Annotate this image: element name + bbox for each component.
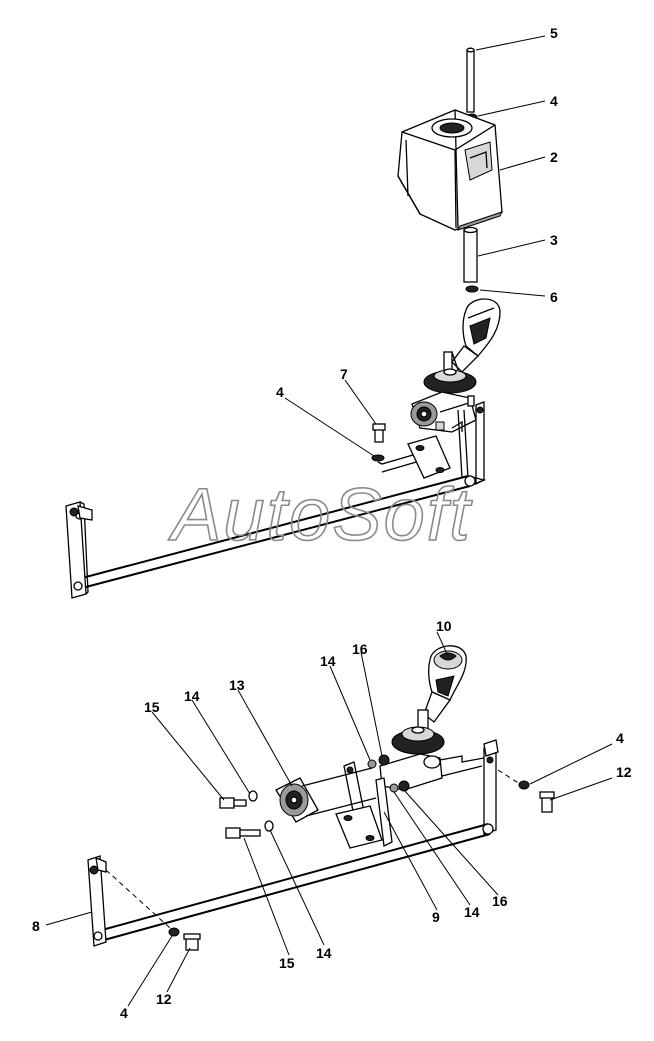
lower-assembly bbox=[87, 645, 555, 951]
washer-part-14-center-top bbox=[367, 759, 377, 769]
upper-dust-boot bbox=[423, 368, 477, 394]
callout-14: 14 bbox=[316, 945, 332, 961]
callout-6: 6 bbox=[550, 289, 558, 305]
callout-10: 10 bbox=[436, 618, 452, 634]
pin-part-5 bbox=[466, 47, 475, 113]
nut-part-16-top bbox=[378, 754, 390, 766]
callout-16: 16 bbox=[352, 641, 368, 657]
callout-4: 4 bbox=[276, 384, 284, 400]
callout-15: 15 bbox=[279, 955, 295, 971]
callout-12: 12 bbox=[616, 764, 632, 780]
washer-part-14-center-bottom bbox=[389, 783, 399, 793]
callout-2: 2 bbox=[550, 149, 558, 165]
knob-part-10 bbox=[417, 645, 467, 731]
bolt-part-15-upper bbox=[219, 797, 247, 809]
callout-8: 8 bbox=[32, 918, 40, 934]
callout-4: 4 bbox=[120, 1005, 128, 1021]
callout-13: 13 bbox=[229, 677, 245, 693]
callout-16: 16 bbox=[492, 893, 508, 909]
bearing-part-13 bbox=[275, 767, 377, 823]
callout-5: 5 bbox=[550, 25, 558, 41]
callout-labels: 5 4 2 3 6 7 4 10 16 14 13 14 15 4 12 8 9… bbox=[32, 25, 632, 1021]
callout-14: 14 bbox=[320, 653, 336, 669]
callout-4: 4 bbox=[616, 730, 624, 746]
nut-part-4-left bbox=[168, 927, 180, 937]
upper-bracket bbox=[377, 409, 469, 479]
bolt-part-12-right bbox=[539, 791, 555, 813]
upper-right-arm bbox=[475, 401, 485, 486]
upper-knob bbox=[443, 298, 501, 373]
washer-part-6 bbox=[465, 285, 479, 293]
lower-shifter-body bbox=[379, 753, 485, 791]
upper-shift-rod bbox=[81, 475, 487, 589]
washer-part-14-upper-left bbox=[248, 790, 258, 802]
washer-part-4-left bbox=[371, 454, 385, 462]
callout-14: 14 bbox=[464, 904, 480, 920]
callout-7: 7 bbox=[340, 366, 348, 382]
bolt-part-15-lower bbox=[225, 827, 261, 839]
upper-shifter-body bbox=[410, 391, 477, 433]
callout-4: 4 bbox=[550, 93, 558, 109]
nut-part-4-right bbox=[518, 780, 530, 790]
upper-assembly bbox=[65, 47, 503, 599]
arm-part-8 bbox=[87, 855, 107, 947]
leader-lines bbox=[45, 35, 613, 1007]
lower-right-arm bbox=[483, 739, 499, 835]
washer-part-14-lower-left bbox=[264, 820, 274, 832]
spacer-part-3 bbox=[463, 226, 478, 283]
callout-3: 3 bbox=[550, 232, 558, 248]
callout-9: 9 bbox=[432, 909, 440, 925]
watermark: AutoSoft bbox=[168, 473, 473, 556]
callout-14: 14 bbox=[184, 688, 200, 704]
callout-15: 15 bbox=[144, 699, 160, 715]
bolt-part-12-left bbox=[183, 933, 201, 951]
nut-part-16-bottom bbox=[398, 780, 410, 792]
lower-dust-boot bbox=[391, 726, 445, 755]
callout-12: 12 bbox=[156, 991, 172, 1007]
upper-left-arm bbox=[65, 501, 93, 599]
bolt-part-7 bbox=[372, 423, 386, 443]
housing-part-2 bbox=[397, 109, 503, 231]
